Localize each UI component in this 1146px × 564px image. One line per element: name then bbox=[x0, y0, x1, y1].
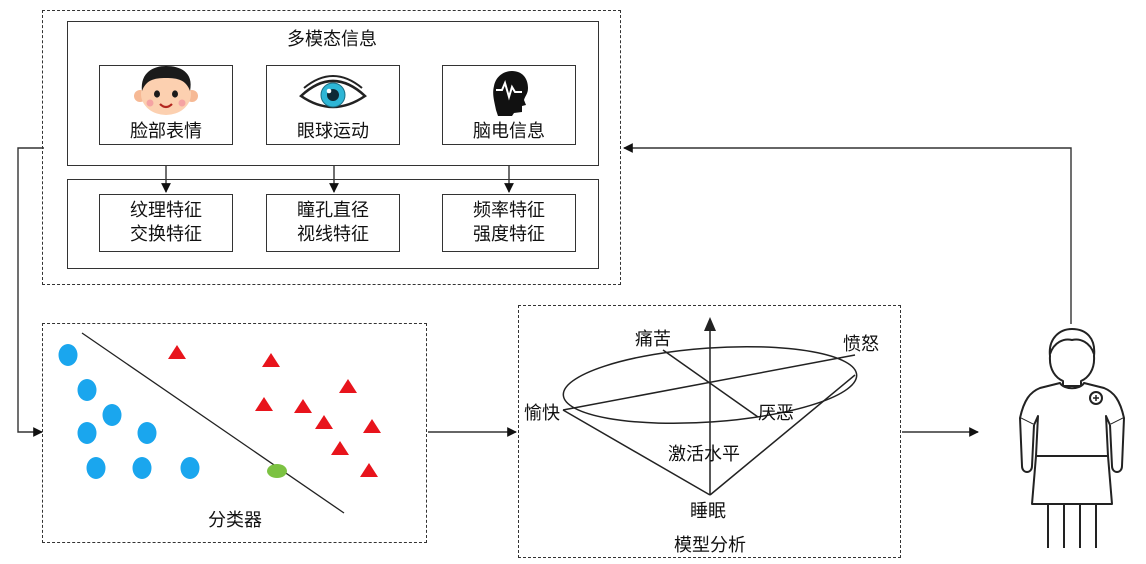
feature-panel bbox=[67, 179, 599, 269]
classifier-plot bbox=[58, 332, 381, 514]
classifier-section bbox=[42, 323, 427, 543]
class-a-point bbox=[58, 344, 78, 366]
class-b-point bbox=[339, 379, 357, 393]
multimodal-section bbox=[42, 10, 621, 285]
feature-eye-line1: 瞳孔直径 bbox=[297, 200, 369, 221]
decision-boundary bbox=[81, 332, 345, 514]
emotion-pain: 痛苦 bbox=[635, 329, 671, 350]
class-b-point bbox=[262, 353, 280, 367]
class-a-point bbox=[77, 379, 97, 401]
child-figure-icon bbox=[1019, 328, 1125, 548]
emotion-sleep: 睡眠 bbox=[690, 501, 726, 522]
emotion-disgust: 厌恶 bbox=[758, 403, 794, 424]
class-b-point bbox=[168, 345, 186, 359]
feature-box-face: 纹理特征 交换特征 bbox=[99, 194, 233, 252]
cone-right-edge bbox=[709, 374, 856, 496]
class-a-point bbox=[102, 404, 122, 426]
class-b-point bbox=[294, 399, 312, 413]
feature-eeg-line2: 强度特征 bbox=[473, 224, 545, 245]
class-b-point bbox=[255, 397, 273, 411]
emotion-pleasure: 愉快 bbox=[524, 403, 560, 424]
child-face-icon bbox=[134, 66, 198, 115]
feature-eeg-line1: 频率特征 bbox=[473, 200, 545, 221]
emotion-ellipse bbox=[562, 345, 858, 425]
emotion-anger: 愤怒 bbox=[843, 334, 879, 355]
source-label-face: 脸部表情 bbox=[130, 121, 202, 142]
brain-head-icon bbox=[493, 71, 528, 116]
model-section bbox=[518, 305, 901, 558]
activation-axis-arrowhead bbox=[704, 317, 716, 331]
class-a-point bbox=[77, 422, 97, 444]
loop-connector bbox=[17, 147, 44, 437]
feature-eye-line2: 视线特征 bbox=[297, 224, 369, 245]
class-b-point bbox=[315, 415, 333, 429]
source-label-eye: 眼球运动 bbox=[297, 121, 369, 142]
class-a-point bbox=[180, 457, 200, 479]
model-label: 模型分析 bbox=[674, 535, 746, 556]
class-a-point bbox=[132, 457, 152, 479]
pain-disgust-axis bbox=[662, 349, 759, 418]
eye-icon bbox=[299, 75, 367, 109]
source-label-eeg: 脑电信息 bbox=[473, 121, 545, 142]
class-a-point bbox=[137, 422, 157, 444]
classifier-label: 分类器 bbox=[208, 510, 262, 531]
class-a-point bbox=[86, 457, 106, 479]
boundary-point bbox=[267, 464, 287, 478]
feature-face-line1: 纹理特征 bbox=[130, 200, 202, 221]
multimodal-title: 多模态信息 bbox=[287, 29, 377, 50]
feature-face-line2: 交换特征 bbox=[130, 224, 202, 245]
activation-level-label: 激活水平 bbox=[668, 444, 740, 465]
feature-box-eye: 瞳孔直径 视线特征 bbox=[266, 194, 400, 252]
class-b-point bbox=[331, 441, 349, 455]
feature-box-eeg: 频率特征 强度特征 bbox=[442, 194, 576, 252]
class-b-point bbox=[360, 463, 378, 477]
feedback-arrow bbox=[623, 143, 1072, 324]
cone-left-edge bbox=[562, 409, 711, 496]
class-b-point bbox=[363, 419, 381, 433]
emotion-cone-model bbox=[562, 317, 858, 496]
